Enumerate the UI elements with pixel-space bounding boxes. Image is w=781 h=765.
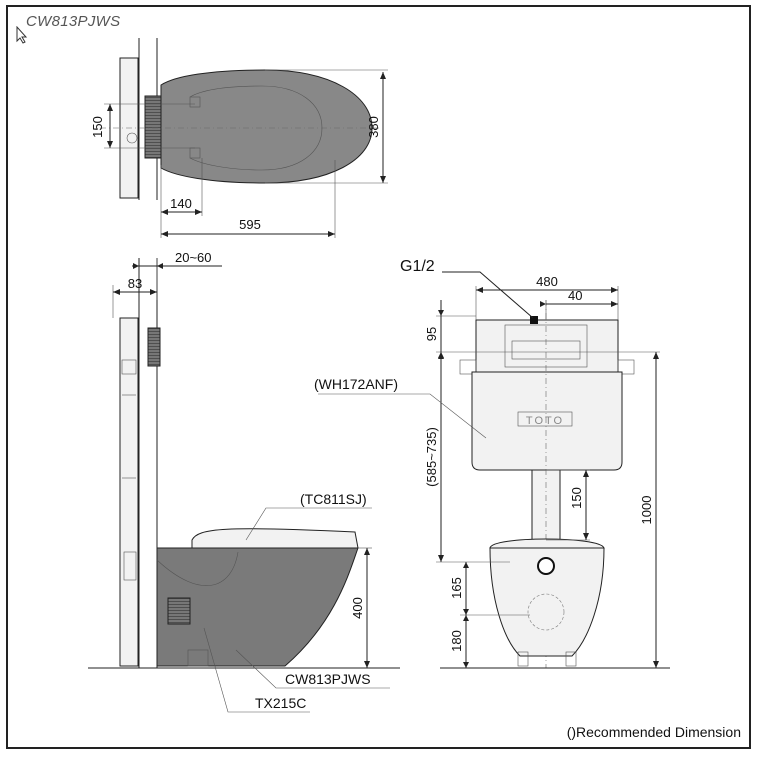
drawing-frame bbox=[6, 5, 751, 749]
hidden-outlet bbox=[527, 593, 565, 631]
leader-line bbox=[235, 649, 390, 689]
leader-line bbox=[245, 507, 372, 541]
label-tx215c: TX215C bbox=[255, 695, 306, 711]
flange-hatch bbox=[144, 95, 162, 159]
recommended-dimension-note: ()Recommended Dimension bbox=[566, 724, 741, 740]
bowl-front bbox=[489, 547, 605, 657]
bowl-contour bbox=[156, 551, 239, 586]
base-bracket bbox=[187, 649, 209, 667]
label-g1-2: G1/2 bbox=[400, 258, 435, 275]
dim-40: 40 bbox=[568, 288, 582, 303]
seat-lid-side bbox=[191, 528, 359, 549]
bracket bbox=[459, 359, 477, 375]
brand-plate bbox=[517, 411, 573, 427]
inlet-point bbox=[530, 316, 538, 324]
cistern-body bbox=[471, 371, 623, 471]
foot bbox=[565, 651, 577, 667]
label-wh172anf: (WH172ANF) bbox=[314, 376, 398, 392]
front-view: TOTO G1/2 480 40 95 (585~735) bbox=[314, 258, 670, 669]
dim-1000: 1000 bbox=[639, 496, 654, 525]
hinge-bolt bbox=[189, 96, 201, 108]
leader-line bbox=[442, 271, 534, 319]
seat-front bbox=[489, 538, 605, 549]
dim-180: 180 bbox=[449, 630, 464, 652]
mouse-cursor-icon bbox=[16, 26, 28, 44]
dim-150-front: 150 bbox=[569, 487, 584, 509]
drawing-title: CW813PJWS bbox=[26, 13, 121, 30]
leader-line bbox=[318, 393, 487, 439]
dim-380: 380 bbox=[366, 116, 381, 138]
outlet-circle bbox=[537, 557, 555, 575]
bracket bbox=[121, 359, 137, 375]
dim-150-top: 150 bbox=[90, 116, 105, 138]
dim-595: 595 bbox=[239, 217, 261, 232]
brand-toto: TOTO bbox=[526, 415, 564, 427]
dim-165: 165 bbox=[449, 577, 464, 599]
dim-400: 400 bbox=[350, 597, 365, 619]
label-cw813pjws: CW813PJWS bbox=[285, 671, 371, 687]
outlet-hatch bbox=[167, 597, 191, 625]
flange-hatch bbox=[147, 327, 161, 367]
label-tc811sj: (TC811SJ) bbox=[300, 491, 367, 507]
foot bbox=[517, 651, 529, 667]
dim-95: 95 bbox=[424, 327, 439, 341]
dim-140: 140 bbox=[170, 196, 192, 211]
dim-83: 83 bbox=[128, 276, 142, 291]
bowl-body-side bbox=[156, 547, 359, 667]
leader-line bbox=[203, 627, 310, 713]
carrier-frame bbox=[119, 317, 139, 667]
toilet-lid-plan bbox=[160, 69, 373, 184]
dim-480: 480 bbox=[536, 274, 558, 289]
top-view: 150 380 140 595 bbox=[90, 38, 388, 238]
dim-20-60: 20~60 bbox=[175, 250, 212, 265]
inlet-circle bbox=[126, 132, 138, 144]
bracket bbox=[123, 551, 137, 581]
bracket bbox=[617, 359, 635, 375]
dim-585-735: (585~735) bbox=[424, 427, 439, 487]
tank-top bbox=[475, 319, 619, 373]
side-view: 20~60 83 400 (TC811SJ) CW813PJWS TX215C bbox=[88, 250, 400, 713]
